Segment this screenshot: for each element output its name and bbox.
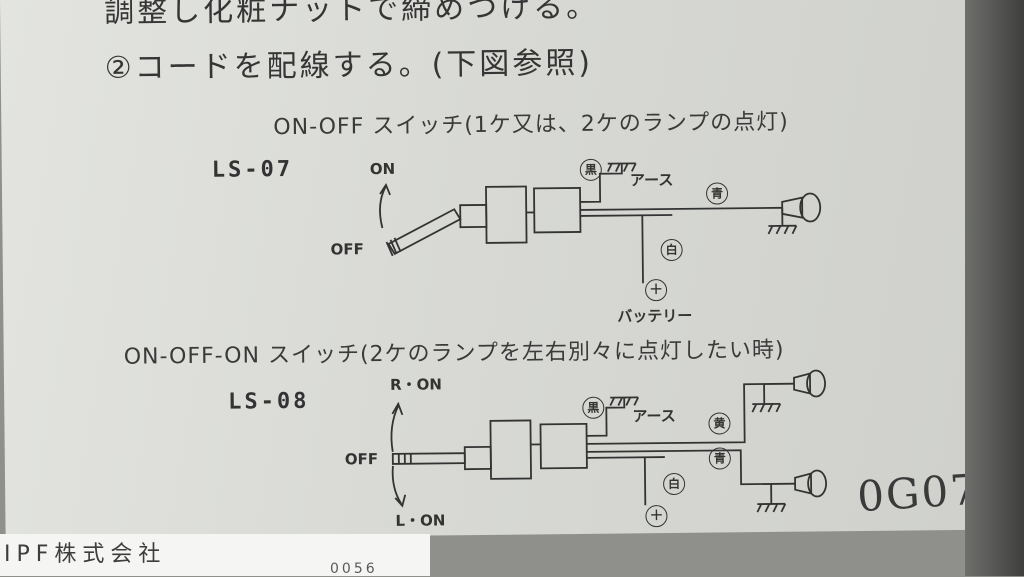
lamp-1	[782, 193, 820, 221]
sticker-code: 0056	[330, 561, 378, 577]
switch-lever-2	[393, 453, 465, 464]
lamp-2-left	[795, 470, 826, 496]
on-arrowhead	[380, 185, 390, 195]
lamp-2-right	[794, 370, 825, 396]
ground-symbol-2b	[752, 404, 780, 412]
ground-symbol-2c	[757, 504, 785, 512]
switch-lever-1	[386, 209, 460, 256]
company-sticker: IPF株式会社 0056	[0, 534, 430, 576]
box-edge	[965, 0, 1024, 576]
instruction-sheet: 調整し化粧ナットで締めつける。 ②コードを配線する。(下図参照) ON-OFF …	[0, 0, 1014, 540]
company-name: IPF株式会社	[4, 536, 166, 568]
wiring-1	[580, 162, 783, 284]
switch-body-1	[460, 186, 581, 243]
ground-symbol-1b	[768, 226, 796, 234]
l-on-arrow	[393, 466, 402, 504]
switch-body-2	[464, 420, 587, 479]
wiring-diagrams	[0, 0, 1014, 540]
wiring-2	[586, 384, 795, 506]
lot-number-stamp: 0G07	[856, 465, 981, 522]
